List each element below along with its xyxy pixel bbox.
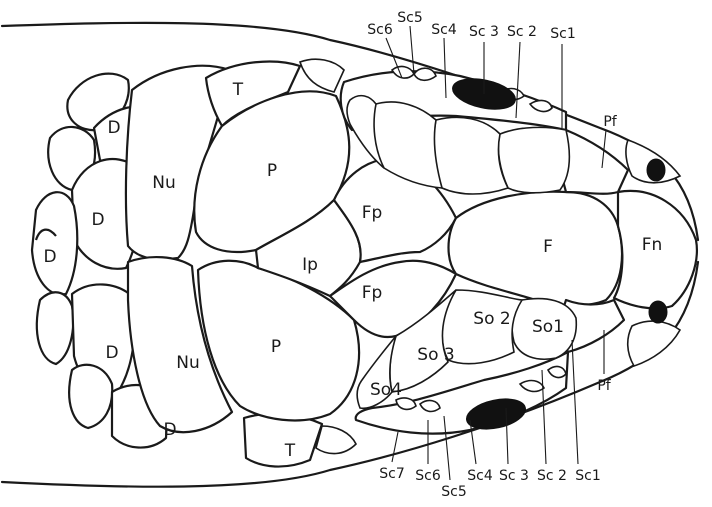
label-p-lower: P: [271, 337, 281, 357]
ciliary-scale-b: [414, 68, 436, 80]
label-nu-lower: Nu: [176, 353, 200, 373]
supraocular-upper-2: [434, 117, 508, 194]
label-t-upper: T: [232, 80, 244, 100]
label-d-5: D: [163, 420, 176, 440]
label-so2: So 2: [473, 309, 510, 329]
temporal-scale-lower: [244, 414, 322, 467]
label-fp-lower: Fp: [362, 283, 383, 303]
label-pf-lower: Pf: [597, 378, 611, 394]
dorsal-scale-6: [37, 292, 73, 364]
label-d-4: D: [105, 343, 118, 363]
frontal-scale: [449, 192, 623, 306]
label-sc1-top: Sc1: [550, 26, 576, 42]
leader-sc7-bottom: [392, 432, 398, 462]
label-fn: Fn: [642, 235, 663, 255]
label-d-3: D: [43, 247, 56, 267]
prefrontal-scale-upper: [561, 130, 628, 194]
label-so1: So1: [532, 317, 564, 337]
label-sc5-top: Sc5: [397, 10, 423, 26]
label-sc2-bottom: Sc 2: [537, 468, 567, 484]
lateral-scale-2: [316, 426, 356, 454]
supraocular-upper-1: [498, 127, 569, 192]
leader-sc5-top: [410, 26, 414, 74]
label-t-lower: T: [284, 441, 296, 461]
label-sc5-bottom: Sc5: [441, 484, 467, 500]
dorsal-scale-8: [69, 365, 112, 428]
leader-sc1-bottom: [572, 340, 578, 464]
label-so3: So 3: [417, 345, 454, 365]
label-so4: So4: [370, 380, 402, 400]
label-sc2-top: Sc 2: [507, 24, 537, 40]
nostril-lower: [649, 301, 667, 323]
label-pf-upper: Pf: [603, 114, 617, 130]
label-d-1: D: [107, 118, 120, 138]
nostril-upper: [647, 159, 665, 181]
label-d-2: D: [91, 210, 104, 230]
label-nu-upper: Nu: [152, 173, 176, 193]
label-sc6-top: Sc6: [367, 22, 393, 38]
label-fp-upper: Fp: [362, 203, 383, 223]
label-sc1-bottom: Sc1: [575, 468, 601, 484]
label-sc4-top: Sc4: [431, 22, 457, 38]
label-sc4-bottom: Sc4: [467, 468, 493, 484]
label-sc7-bottom: Sc7: [379, 466, 405, 482]
label-sc3-top: Sc 3: [469, 24, 499, 40]
label-sc6-bottom: Sc6: [415, 468, 441, 484]
lateral-scale-1: [300, 59, 344, 92]
label-p-upper: P: [267, 161, 277, 181]
lateral-scale-4: [628, 321, 680, 366]
label-ip: Ip: [302, 255, 318, 275]
label-f: F: [543, 237, 553, 257]
label-sc3-bottom: Sc 3: [499, 468, 529, 484]
dorsal-scale-5: [32, 192, 77, 294]
